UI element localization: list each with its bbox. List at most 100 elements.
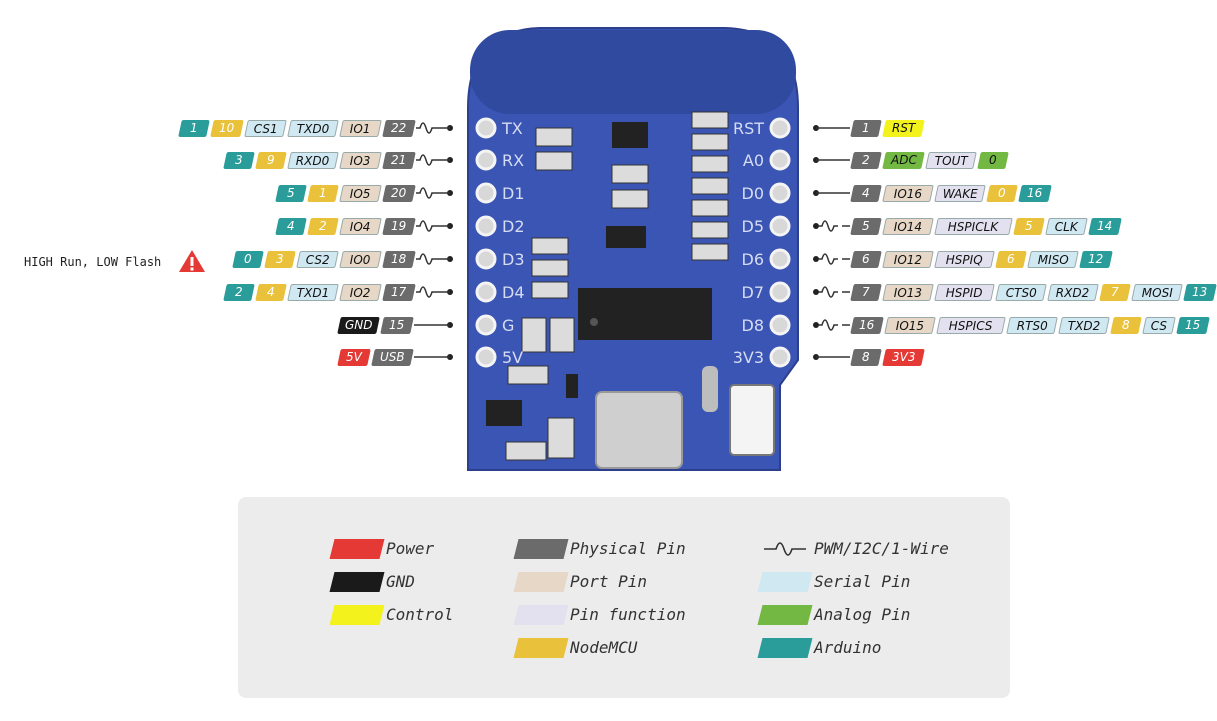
boot-note: HIGH Run, LOW Flash	[24, 255, 162, 269]
pin-tag-text: WAKE	[942, 187, 978, 201]
legend-label: Arduino	[814, 638, 882, 657]
pin-tag-text: CS2	[305, 253, 330, 267]
pin-tag-serial: CTS0	[995, 284, 1047, 301]
pin-tag-text: RST	[891, 121, 916, 135]
left-pin-label: G	[502, 316, 514, 335]
pin-holes	[475, 117, 791, 368]
pin-tag-port: IO13	[882, 284, 934, 301]
pwm-wave	[818, 220, 838, 232]
pin-tag-physical: 22	[382, 120, 416, 137]
pin-tag-nodemcu: 7	[1099, 284, 1131, 301]
pin-tag-nodemcu: 8	[1110, 317, 1142, 334]
pwm-wave	[416, 187, 436, 199]
pin-tag-nodemcu: 1	[307, 185, 339, 202]
warning-icon	[179, 250, 205, 272]
pin-tag-port: IO2	[339, 284, 382, 301]
diode	[566, 374, 578, 398]
pin-tag-text: IO3	[349, 154, 371, 168]
antenna-area	[470, 30, 796, 114]
legend-swatch	[757, 605, 813, 625]
pin-tag-text: 3V3	[891, 350, 916, 364]
pwm-wave	[818, 286, 838, 298]
pin-tag-nodemcu: 6	[995, 251, 1027, 268]
pin-tag-text: 7	[1111, 285, 1119, 299]
legend-label: NodeMCU	[570, 638, 638, 657]
pin-tag-text: ADC	[890, 153, 917, 167]
pin-tag-text: USB	[380, 350, 405, 364]
pin-tag-text: 19	[391, 219, 407, 233]
connector-dot	[813, 223, 819, 229]
pwm-wave	[416, 286, 436, 298]
pin-tag-serial: RXD2	[1047, 284, 1099, 301]
chip-dot	[590, 318, 598, 326]
pin-tag-text: MOSI	[1141, 286, 1173, 300]
pin-tag-text: TOUT	[934, 154, 968, 168]
legend-label: Pin function	[570, 605, 686, 624]
left-pin-label: RX	[502, 151, 524, 170]
left-pin-hole	[475, 248, 497, 270]
pin-tag-function: TOUT	[925, 152, 977, 169]
connector-dot	[813, 289, 819, 295]
pin-tag-serial: RTS0	[1006, 317, 1058, 334]
pwm-wave	[416, 122, 436, 134]
pin-tag-physical: 8	[850, 349, 882, 366]
pin-tag-text: 5	[287, 186, 295, 200]
right-pin-label: D5	[742, 217, 765, 236]
pin-tag-arduino: 5	[275, 185, 307, 202]
pin-tag-power: 3V3	[882, 349, 925, 366]
pin-tag-serial: TXD0	[287, 120, 339, 137]
left-pin-hole	[475, 314, 497, 336]
pin-tag-analog: 0	[977, 152, 1009, 169]
pin-tag-port: IO5	[339, 185, 382, 202]
pin-tag-port: IO15	[884, 317, 936, 334]
left-pin-hole	[475, 215, 497, 237]
pin-tag-text: 8	[1122, 318, 1130, 332]
pin-tag-arduino: 1	[178, 120, 210, 137]
pin-tag-text: 20	[391, 186, 407, 200]
legend-label: Port Pin	[570, 572, 648, 591]
pin-tag-arduino: 16	[1018, 185, 1052, 202]
pin-tag-text: RXD2	[1056, 286, 1090, 300]
pin-tag-text: GND	[344, 318, 373, 332]
pin-tag-text: 6	[862, 252, 870, 266]
pin-tag-physical: 6	[850, 251, 882, 268]
smd-components	[505, 111, 729, 461]
pin-tag-text: 1	[319, 186, 327, 200]
pin-tag-physical: 20	[382, 185, 416, 202]
pin-tag-physical: 4	[850, 185, 882, 202]
legend-swatch	[329, 539, 385, 559]
pin-tag-text: TXD0	[296, 122, 330, 136]
legend-label: PWM/I2C/1-Wire	[814, 539, 949, 558]
left-pin-hole	[475, 149, 497, 171]
pin-tag-text: 16	[1027, 186, 1043, 200]
pin-tag-physical: 17	[382, 284, 416, 301]
pin-tag-text: 13	[1192, 285, 1208, 299]
legend-swatch	[329, 572, 385, 592]
pin-tag-arduino: 0	[232, 251, 264, 268]
pin-tag-serial: MISO	[1027, 251, 1079, 268]
right-pin-label: D7	[742, 283, 765, 302]
pin-tag-arduino: 15	[1176, 317, 1210, 334]
pin-tag-text: IO16	[893, 187, 922, 201]
right-pin-label: D8	[742, 316, 765, 335]
pin-tag-text: 9	[267, 153, 275, 167]
right-pin-hole	[769, 117, 791, 139]
pin-tag-port: IO12	[882, 251, 934, 268]
left-pin-hole	[475, 281, 497, 303]
legend-label: GND	[386, 572, 415, 591]
pin-tag-text: HSPID	[945, 286, 983, 300]
pin-tag-text: 4	[862, 186, 870, 200]
pin-tag-physical: 1	[850, 120, 882, 137]
pin-tag-text: RXD0	[296, 154, 330, 168]
pin-tag-port: IO16	[882, 185, 934, 202]
legend-swatch	[757, 572, 813, 592]
legend-swatch	[329, 605, 385, 625]
pin-tag-serial: TXD1	[287, 284, 339, 301]
pin-tag-serial: TXD2	[1058, 317, 1110, 334]
left-pin-label: D4	[502, 283, 525, 302]
pin-tag-physical: 21	[382, 152, 416, 169]
pwm-wave	[416, 220, 436, 232]
left-pin-label: TX	[501, 119, 523, 138]
